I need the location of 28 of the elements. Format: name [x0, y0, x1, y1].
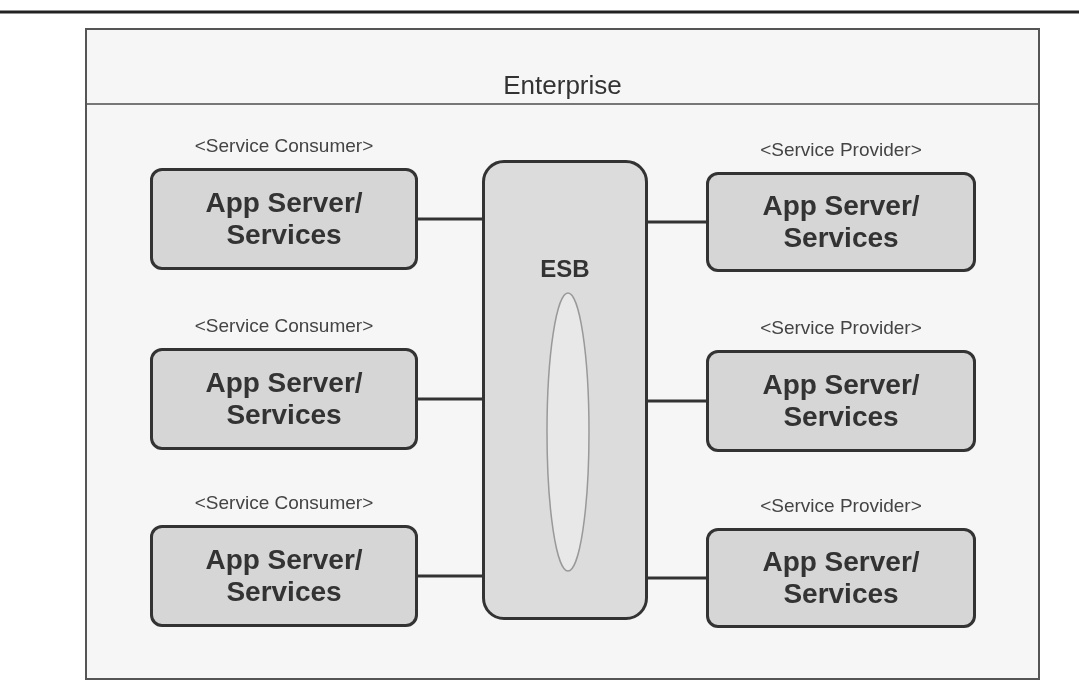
connector-line — [418, 217, 482, 221]
box-label: App Server/ Services — [761, 189, 921, 255]
server-box — [150, 525, 418, 627]
connector-line — [418, 574, 482, 578]
box-label: App Server/ Services — [761, 545, 921, 611]
connector-line — [648, 220, 706, 224]
role-label: <Service Provider> — [760, 495, 922, 517]
role-label: <Service Provider> — [760, 139, 922, 161]
server-box — [706, 350, 976, 452]
frame-title: Enterprise — [502, 70, 623, 101]
box-label: App Server/ Services — [204, 543, 364, 609]
connector-line — [418, 397, 482, 401]
server-box — [706, 528, 976, 628]
role-label: <Service Consumer> — [194, 492, 374, 514]
bus-label: ESB — [539, 255, 591, 283]
server-box — [706, 172, 976, 272]
role-label: <Service Provider> — [760, 317, 922, 339]
role-label: <Service Consumer> — [194, 315, 374, 337]
server-box — [150, 168, 418, 270]
bus-box — [482, 160, 648, 620]
server-box — [150, 348, 418, 450]
role-label: <Service Consumer> — [194, 135, 374, 157]
connector-line — [648, 576, 706, 580]
enterprise-frame — [85, 28, 1040, 680]
connector-line — [648, 399, 706, 403]
box-label: App Server/ Services — [761, 368, 921, 434]
box-label: App Server/ Services — [204, 366, 364, 432]
box-label: App Server/ Services — [204, 186, 364, 252]
